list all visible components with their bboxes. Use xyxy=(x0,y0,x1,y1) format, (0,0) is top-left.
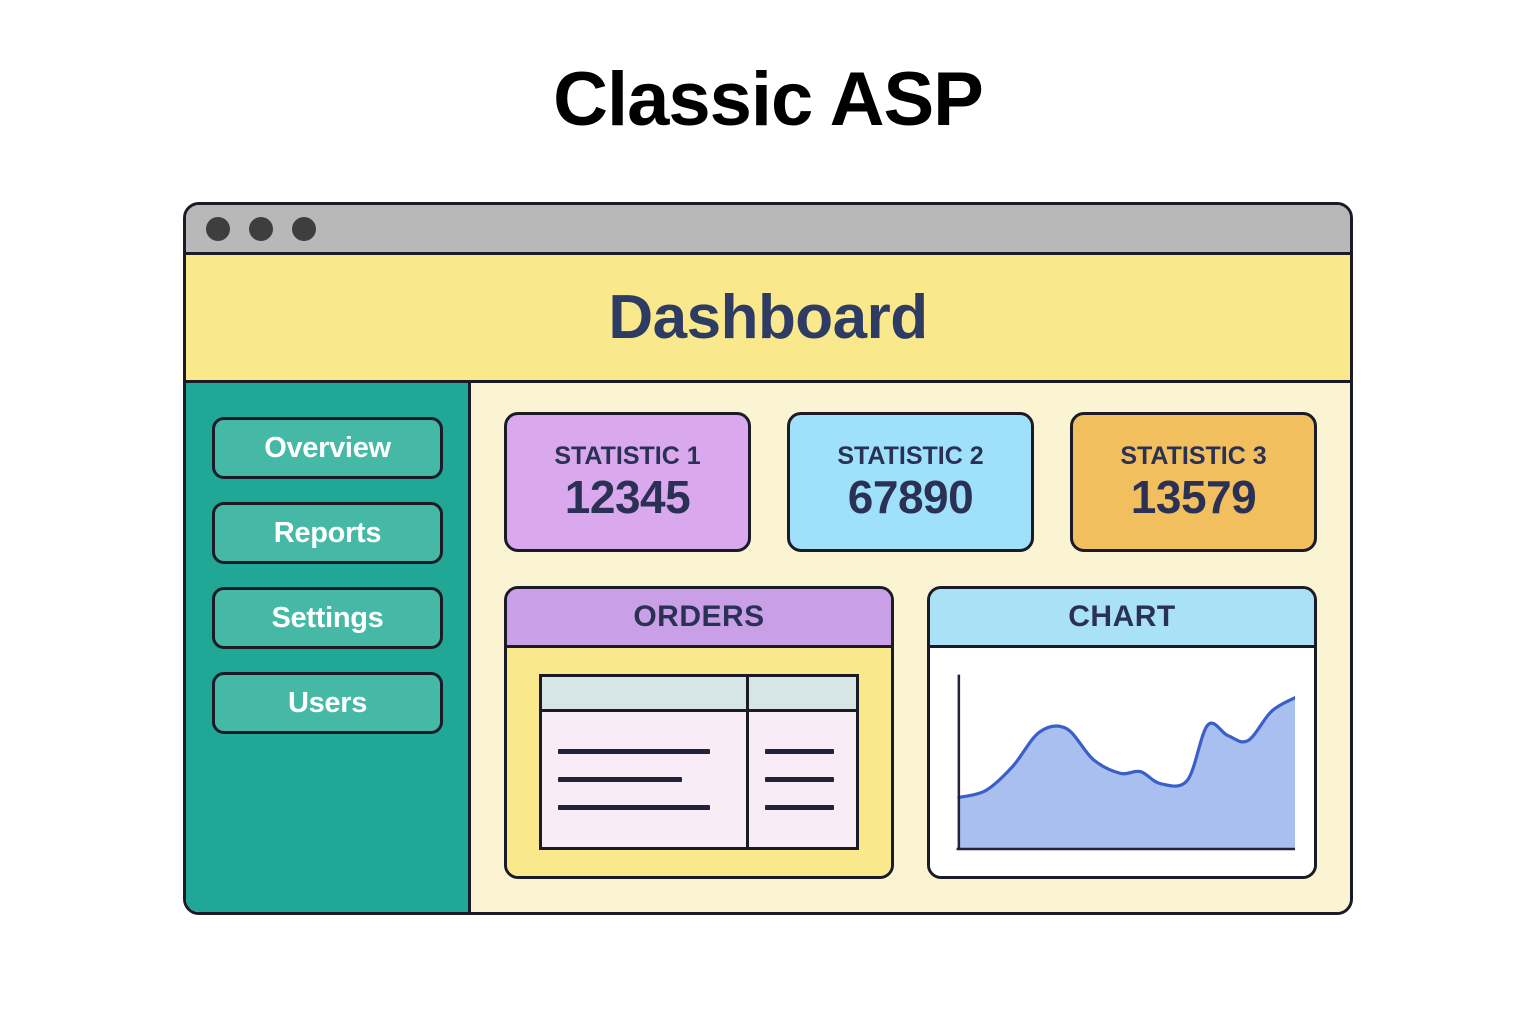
stat-card-2[interactable]: STATISTIC 2 67890 xyxy=(787,412,1034,552)
chart-line xyxy=(959,698,1295,798)
table-row xyxy=(558,805,710,810)
orders-table[interactable] xyxy=(539,674,859,850)
table-row xyxy=(765,777,835,782)
table-row xyxy=(558,777,682,782)
panels-row: ORDERS xyxy=(504,586,1317,912)
orders-panel-body xyxy=(507,648,891,876)
dashboard-title: Dashboard xyxy=(608,282,928,352)
app-header: Dashboard xyxy=(186,255,1350,383)
stat-card-value: 67890 xyxy=(847,471,974,524)
sidebar-item-label: Users xyxy=(287,686,368,719)
chart-panel: CHART xyxy=(927,586,1317,879)
chart-panel-title: CHART xyxy=(1068,600,1176,633)
sidebar-item-label: Settings xyxy=(271,601,384,634)
stat-card-value: 13579 xyxy=(1130,471,1257,524)
window-titlebar xyxy=(186,205,1350,255)
table-row xyxy=(765,805,835,810)
chart-panel-header: CHART xyxy=(930,589,1314,648)
table-row xyxy=(765,749,835,754)
close-dot-icon[interactable] xyxy=(206,216,230,241)
sidebar-item-users[interactable]: Users xyxy=(212,672,443,734)
sidebar-item-label: Reports xyxy=(273,516,382,549)
sidebar-item-label: Overview xyxy=(264,431,391,464)
stat-card-1[interactable]: STATISTIC 1 12345 xyxy=(504,412,751,552)
orders-table-column-side xyxy=(749,712,856,847)
orders-table-header-cell-main xyxy=(542,677,750,709)
stat-card-value: 12345 xyxy=(564,471,691,524)
orders-table-column-main xyxy=(542,712,750,847)
orders-table-body xyxy=(542,712,856,847)
window-body: Overview Reports Settings Users STATISTI… xyxy=(186,383,1350,912)
stat-card-label: STATISTIC 1 xyxy=(554,442,701,471)
browser-window: Dashboard Overview Reports Settings User… xyxy=(183,202,1353,915)
orders-panel-header: ORDERS xyxy=(507,589,891,648)
orders-table-header-cell-side xyxy=(749,677,856,709)
table-row xyxy=(558,749,710,754)
maximize-dot-icon[interactable] xyxy=(292,216,316,241)
sidebar-item-settings[interactable]: Settings xyxy=(212,587,443,649)
orders-table-header-row xyxy=(542,677,856,712)
stat-card-3[interactable]: STATISTIC 3 13579 xyxy=(1070,412,1317,552)
chart-area-fill xyxy=(958,697,1295,850)
main-content: STATISTIC 1 12345 STATISTIC 2 67890 STAT… xyxy=(471,383,1350,912)
stat-card-label: STATISTIC 3 xyxy=(1120,442,1267,471)
chart-panel-body xyxy=(930,648,1314,876)
orders-panel-title: ORDERS xyxy=(633,600,765,633)
minimize-dot-icon[interactable] xyxy=(249,216,273,241)
sidebar-item-overview[interactable]: Overview xyxy=(212,417,443,479)
orders-panel: ORDERS xyxy=(504,586,894,879)
area-chart-svg xyxy=(952,670,1295,856)
area-chart[interactable] xyxy=(952,670,1295,856)
page-title: Classic ASP xyxy=(553,57,984,142)
sidebar: Overview Reports Settings Users xyxy=(186,383,471,912)
stat-cards-row: STATISTIC 1 12345 STATISTIC 2 67890 STAT… xyxy=(504,412,1317,552)
stat-card-label: STATISTIC 2 xyxy=(837,442,984,471)
sidebar-item-reports[interactable]: Reports xyxy=(212,502,443,564)
